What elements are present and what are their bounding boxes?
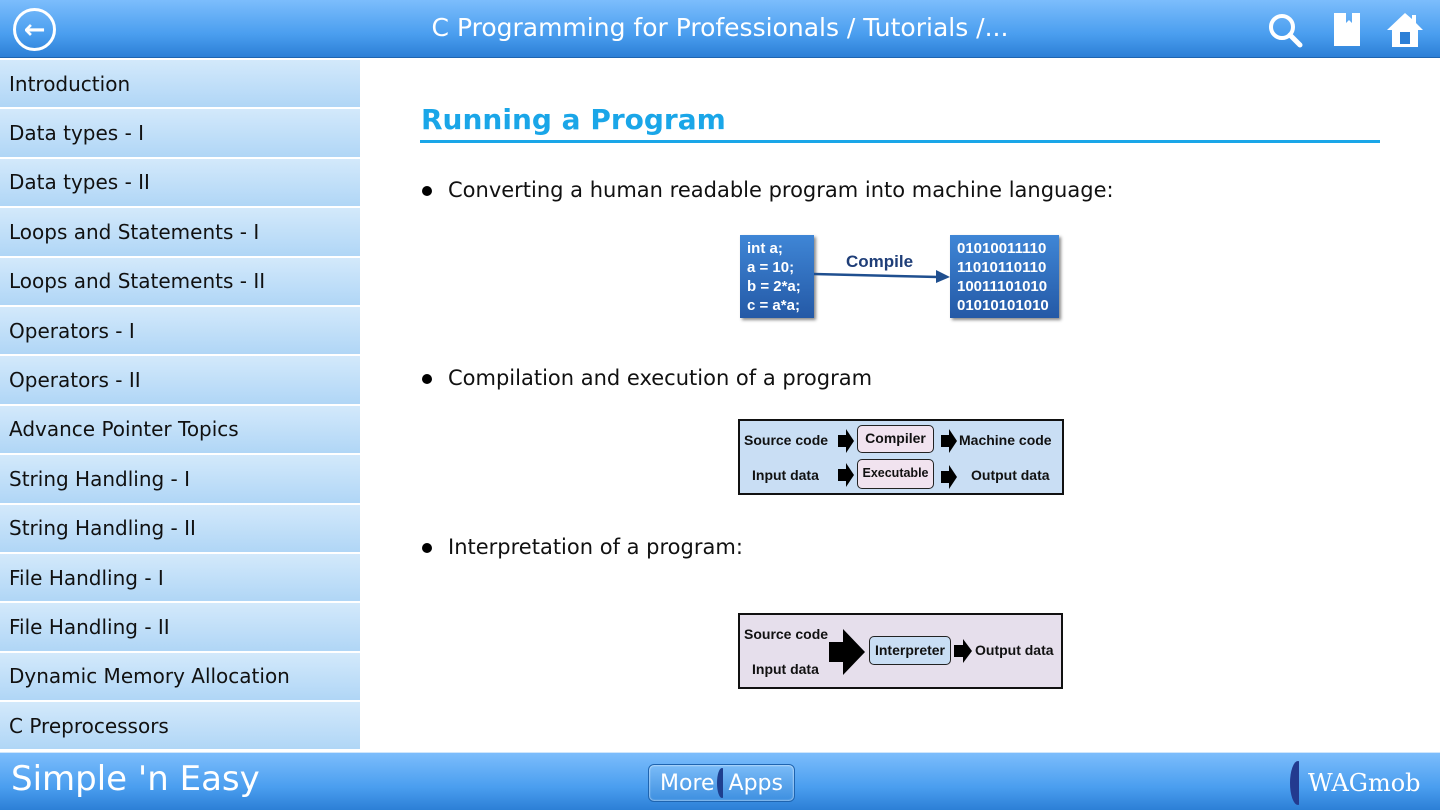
output-data-label: Output data	[971, 467, 1050, 483]
bullet-text: Compilation and execution of a program	[448, 366, 873, 390]
wagmob-logo: WAGmob	[1290, 761, 1421, 805]
compile-arrow-icon	[814, 270, 950, 283]
sidebar-item[interactable]: Operators - I	[0, 306, 360, 357]
home-icon[interactable]	[1385, 10, 1425, 50]
arrow-right-icon	[941, 465, 957, 489]
executable-box: Executable	[857, 459, 934, 489]
sidebar-item[interactable]: C Preprocessors	[0, 702, 360, 752]
input-data-label: Input data	[752, 467, 819, 483]
source-code-label: Source code	[744, 432, 829, 448]
sidebar-item[interactable]: Dynamic Memory Allocation	[0, 652, 360, 703]
input-data-label: Input data	[752, 661, 819, 677]
page-title: C Programming for Professionals / Tutori…	[431, 13, 1009, 42]
arrow-right-icon	[838, 429, 854, 453]
apps-label: Apps	[728, 770, 783, 796]
crescent-icon	[1290, 761, 1306, 805]
sidebar-item[interactable]: File Handling - I	[0, 553, 360, 604]
bullet-item: Interpretation of a program:	[420, 535, 743, 559]
sidebar-item[interactable]: String Handling - II	[0, 504, 360, 554]
sidebar-item[interactable]: Advance Pointer Topics	[0, 405, 360, 456]
logo-text: WAGmob	[1308, 769, 1421, 797]
more-label: More	[660, 770, 715, 796]
sidebar-item[interactable]: File Handling - II	[0, 603, 360, 653]
brand-name: Simple 'n Easy	[11, 759, 260, 799]
bullet-item: Converting a human readable program into…	[420, 178, 1114, 202]
sidebar-item[interactable]: String Handling - I	[0, 455, 360, 505]
bookmark-icon[interactable]	[1328, 10, 1368, 50]
back-button[interactable]: ←	[13, 8, 56, 51]
output-data-label: Output data	[975, 642, 1054, 658]
sidebar-item[interactable]: Introduction	[0, 60, 360, 110]
sidebar-item[interactable]: Data types - II	[0, 158, 360, 209]
large-arrow-icon	[829, 629, 865, 675]
arrow-right-icon	[941, 429, 957, 453]
crescent-icon	[716, 768, 727, 798]
header-bar: ← C Programming for Professionals / Tuto…	[0, 0, 1440, 58]
machine-code-label: Machine code	[959, 432, 1052, 448]
compiler-box: Compiler	[857, 425, 934, 453]
sidebar-item[interactable]: Loops and Statements - II	[0, 257, 360, 307]
compile-label: Compile	[846, 252, 914, 271]
title-divider	[420, 140, 1380, 143]
arrow-right-icon	[954, 639, 972, 663]
arrow-left-icon: ←	[23, 14, 46, 45]
interpreter-box: Interpreter	[869, 636, 951, 665]
footer-bar: Simple 'n Easy More Apps WAGmob	[0, 752, 1440, 810]
source-code-block: int a;a = 10;b = 2*a;c = a*a;	[740, 235, 814, 318]
bullet-text: Interpretation of a program:	[448, 535, 743, 559]
interpretation-diagram: Source code Input data Interpreter Outpu…	[738, 613, 1063, 689]
section-title: Running a Program	[421, 103, 726, 136]
sidebar-item[interactable]: Loops and Statements - I	[0, 208, 360, 258]
bullet-text: Converting a human readable program into…	[448, 178, 1114, 202]
compilation-diagram: Source code Compiler Machine code Input …	[738, 419, 1064, 495]
sidebar-item[interactable]: Operators - II	[0, 356, 360, 406]
search-icon[interactable]	[1265, 10, 1305, 50]
sidebar-item[interactable]: Data types - I	[0, 109, 360, 159]
more-apps-button[interactable]: More Apps	[648, 764, 795, 802]
source-code-label: Source code	[744, 626, 829, 642]
bullet-item: Compilation and execution of a program	[420, 366, 872, 390]
arrow-right-icon	[838, 463, 854, 487]
